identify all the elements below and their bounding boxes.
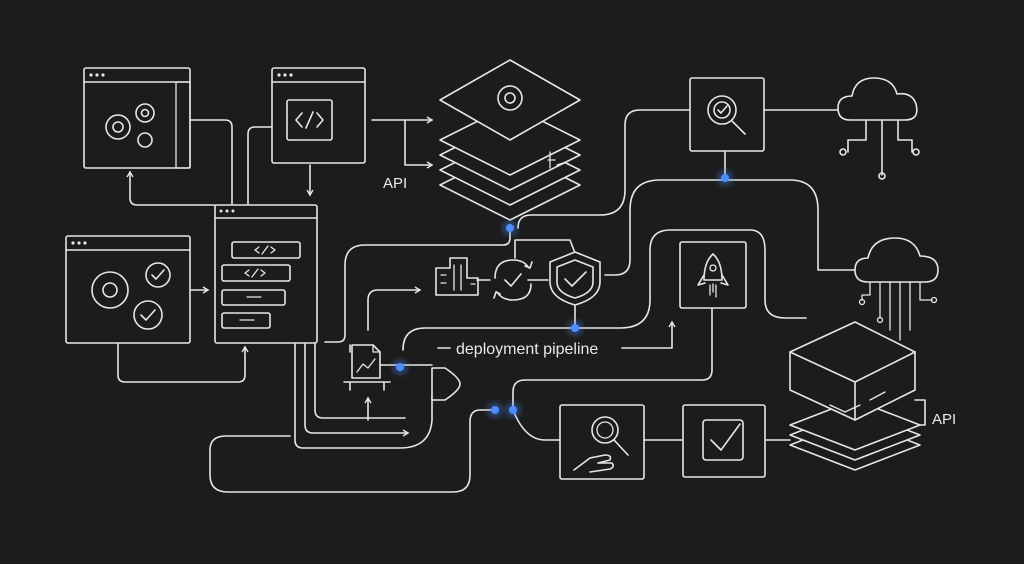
layer-stack-icon xyxy=(439,59,581,221)
deployment-pipeline-label: deployment pipeline xyxy=(456,341,598,358)
search-hand-icon xyxy=(559,404,645,480)
code-window-icon xyxy=(271,67,366,164)
junction-node xyxy=(392,359,408,375)
sync-check-icon xyxy=(493,259,533,301)
api-label-right: API xyxy=(932,411,956,428)
building-icon xyxy=(435,257,479,296)
cloud-connector-icon xyxy=(854,237,939,341)
settings-window-icon xyxy=(83,67,191,169)
connector-doc-to-building xyxy=(367,286,422,331)
wire-to-cloud-2 xyxy=(604,179,859,276)
wire-to-search-hand xyxy=(512,409,561,441)
junction-node xyxy=(717,170,733,186)
connector-settings-to-list xyxy=(189,119,233,206)
junction-node xyxy=(487,402,503,418)
wire-bottom-loop xyxy=(209,409,496,493)
wire-to-server xyxy=(402,229,807,351)
junction-node xyxy=(505,402,521,418)
wire-to-search xyxy=(517,109,691,229)
junction-node xyxy=(567,320,583,336)
api-arrow-bottom xyxy=(404,119,434,169)
checkbox-icon xyxy=(682,404,766,478)
api-label-top: API xyxy=(383,175,407,192)
merge-gate-icon xyxy=(431,367,461,401)
document-chart-icon xyxy=(343,344,391,391)
rocket-icon xyxy=(679,241,747,309)
code-list-window-icon xyxy=(214,204,318,344)
search-settings-icon xyxy=(689,77,765,152)
wire-rocket-down xyxy=(512,307,713,411)
connector-code-to-list xyxy=(244,126,273,227)
server-stack-icon xyxy=(789,321,921,471)
shield-check-icon xyxy=(549,251,601,306)
pipeline-arrow-up xyxy=(621,320,676,349)
junction-nodes xyxy=(392,170,733,418)
junction-node xyxy=(502,220,518,236)
cloud-network-icon xyxy=(837,77,920,180)
connector-sync-top xyxy=(514,239,576,259)
gears-check-window-icon xyxy=(65,235,191,344)
wire-stack-down xyxy=(324,227,511,343)
connector-gears-loop xyxy=(117,342,249,383)
connector-list-to-settings xyxy=(126,170,216,206)
api-right-bracket xyxy=(914,399,926,426)
